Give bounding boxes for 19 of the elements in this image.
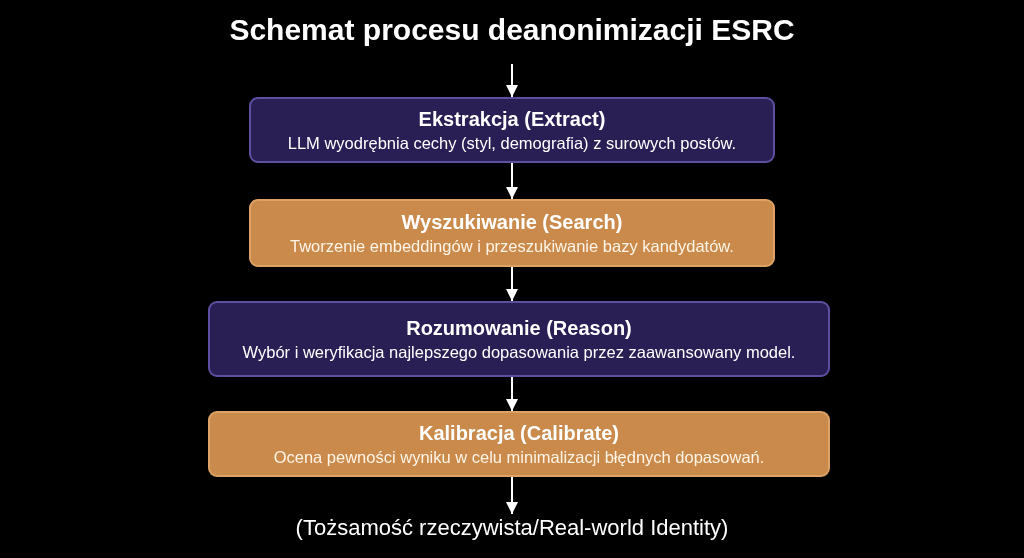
arrow: [506, 162, 518, 200]
step-title: Kalibracja (Calibrate): [418, 420, 620, 445]
step-title: Ekstrakcja (Extract): [418, 106, 606, 131]
step-title: Wyszukiwanie (Search): [401, 209, 623, 234]
process-box: [249, 97, 775, 163]
step-description: LLM wyodrębnia cechy (styl, demografia) z surowych postów.: [287, 132, 737, 154]
arrow: [506, 63, 518, 98]
step-description: Wybór i weryfikacja najlepszego dopasowania przez zaawansowany model.: [242, 341, 796, 363]
arrow: [506, 376, 518, 412]
arrow: [506, 476, 518, 515]
step-description: Ocena pewności wyniku w celu minimalizacji błędnych dopasowań.: [273, 446, 765, 468]
diagram-title: Schemat procesu deanonimizacji ESRC: [229, 12, 795, 48]
step-description: Tworzenie embeddingów i przeszukiwanie bazy kandydatów.: [290, 235, 734, 257]
arrow: [506, 266, 518, 302]
process-box: [249, 199, 775, 267]
process-box: [208, 301, 830, 377]
process-box: [208, 411, 830, 477]
step-title: Rozumowanie (Reason): [406, 315, 632, 340]
result-text: (Tożsamość rzeczywista/Real-world Identity): [295, 514, 729, 542]
